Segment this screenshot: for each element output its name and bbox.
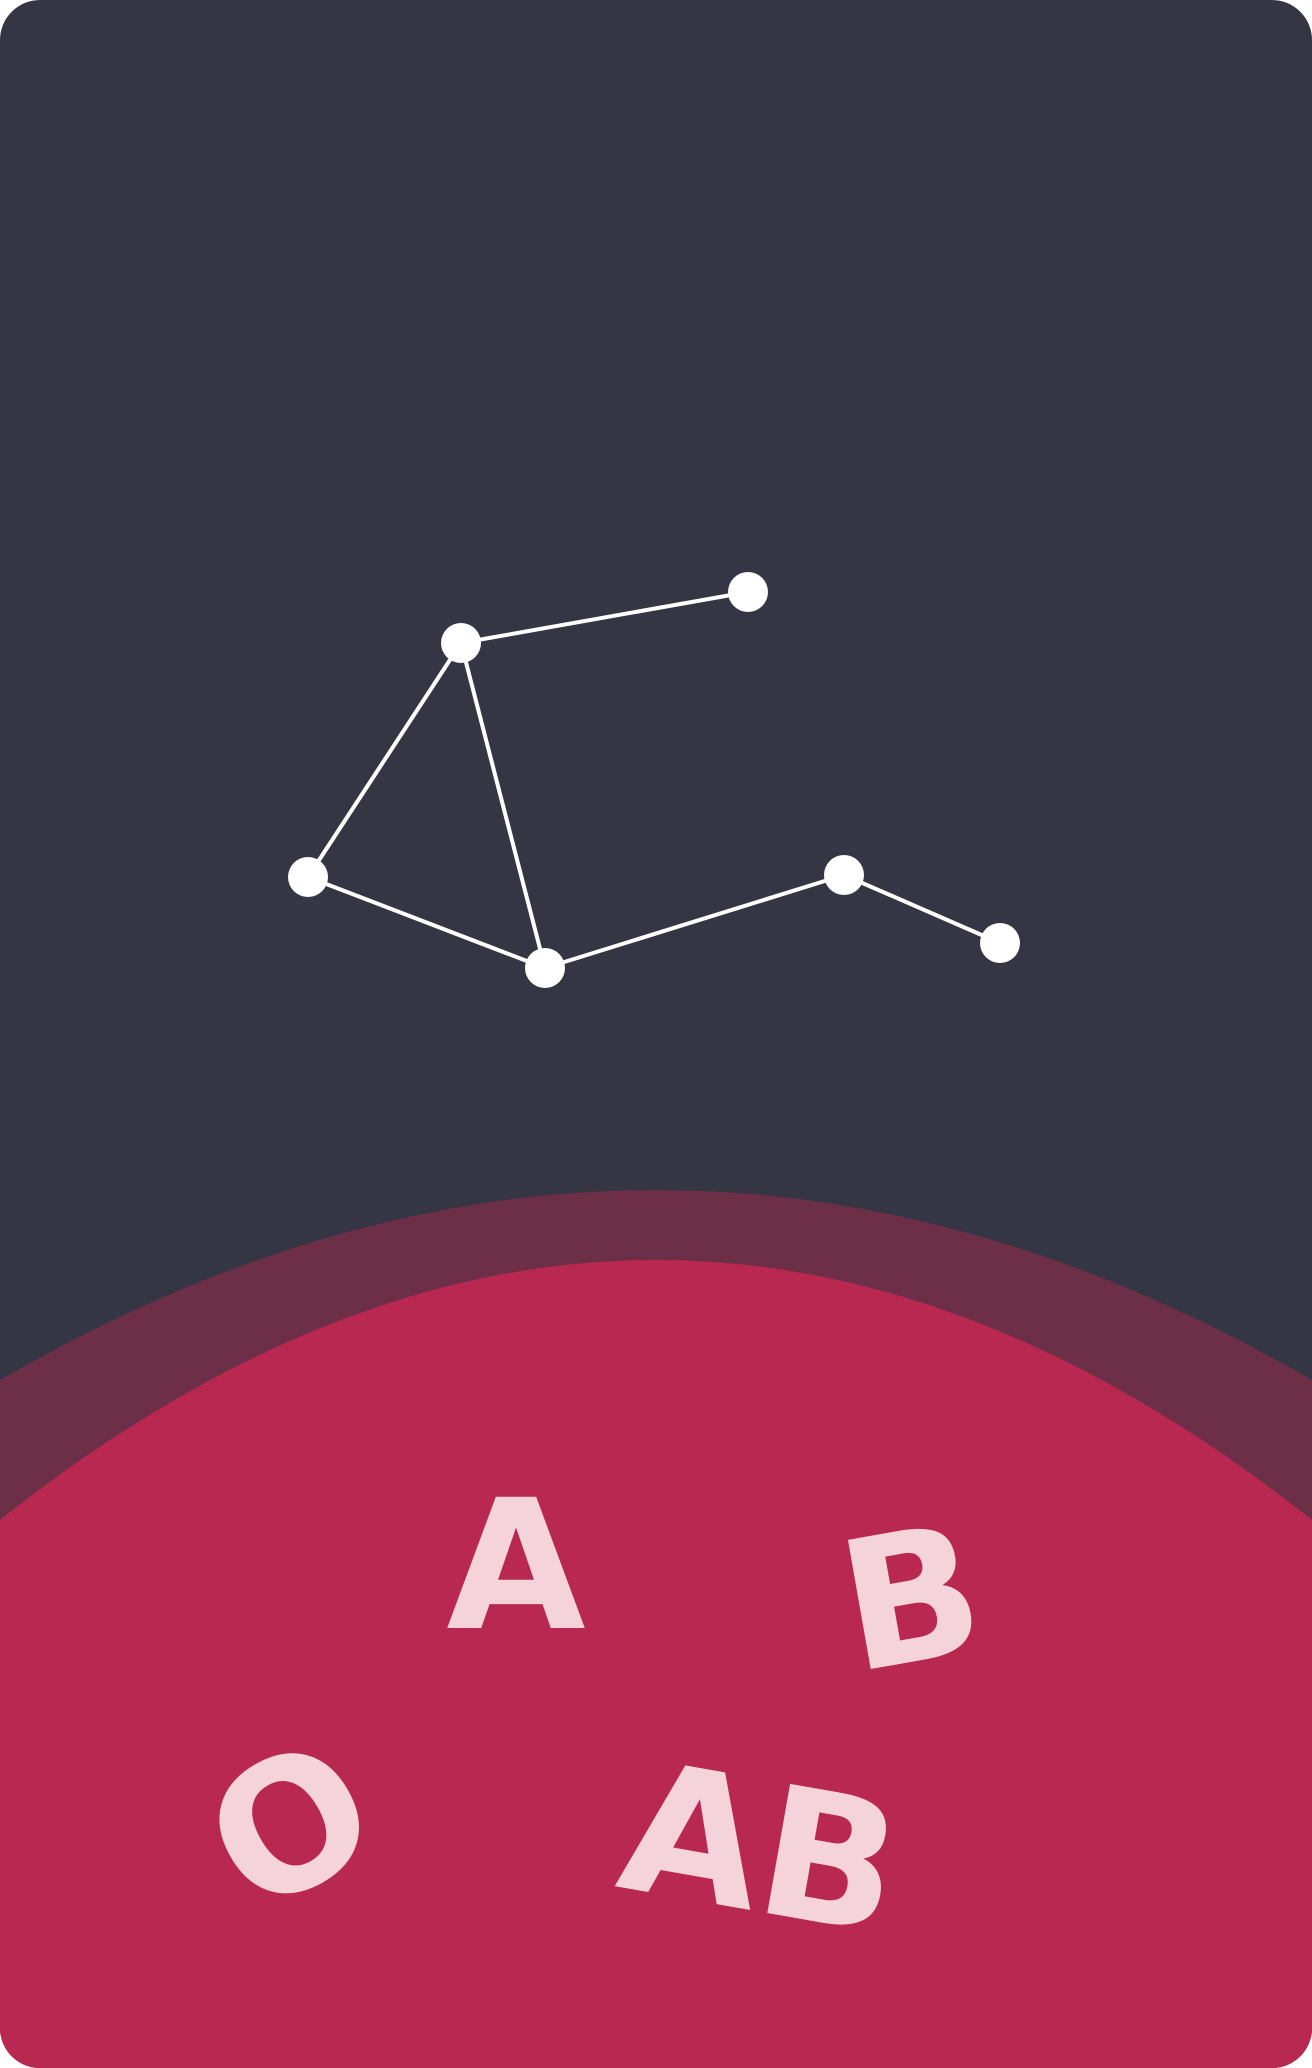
star-dot [728, 572, 768, 612]
constellation-stars [288, 572, 1020, 988]
blood-type-ab-label: AB [606, 1723, 915, 1977]
star-dot [441, 623, 481, 663]
star-dot [980, 923, 1020, 963]
star-dot [288, 857, 328, 897]
constellation-line [459, 642, 547, 969]
blood-type-a-label: A [446, 1462, 585, 1671]
constellation [306, 590, 1001, 970]
constellation-line [843, 873, 1001, 945]
constellation-line [306, 641, 463, 879]
blood-pool [0, 1260, 1312, 2068]
constellation-line [460, 590, 749, 645]
star-dot [824, 855, 864, 895]
constellation-line [307, 875, 546, 970]
constellation-line [544, 873, 845, 970]
star-dot [525, 948, 565, 988]
